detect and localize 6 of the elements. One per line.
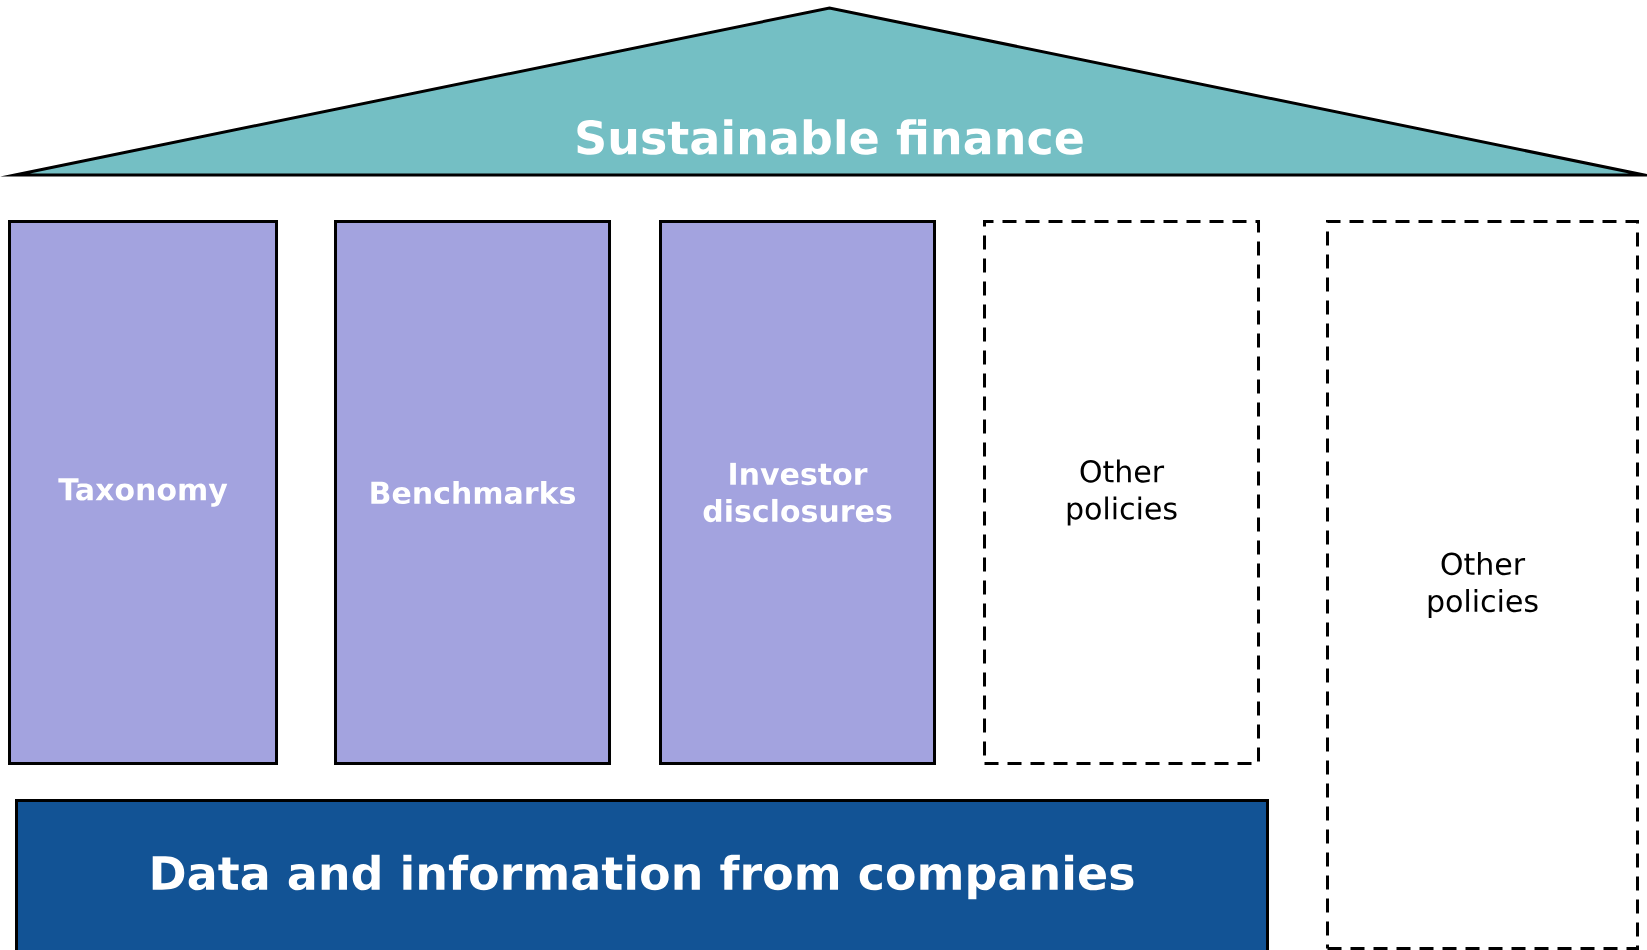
- base-bar: Data and information from companies: [15, 799, 1269, 950]
- dashed-box: Other policies: [983, 220, 1260, 765]
- dashed-box: Other policies: [1326, 220, 1639, 950]
- pillar-box: Taxonomy: [8, 220, 278, 765]
- pillar-box: Investor disclosures: [659, 220, 936, 765]
- pillar-box: Benchmarks: [334, 220, 611, 765]
